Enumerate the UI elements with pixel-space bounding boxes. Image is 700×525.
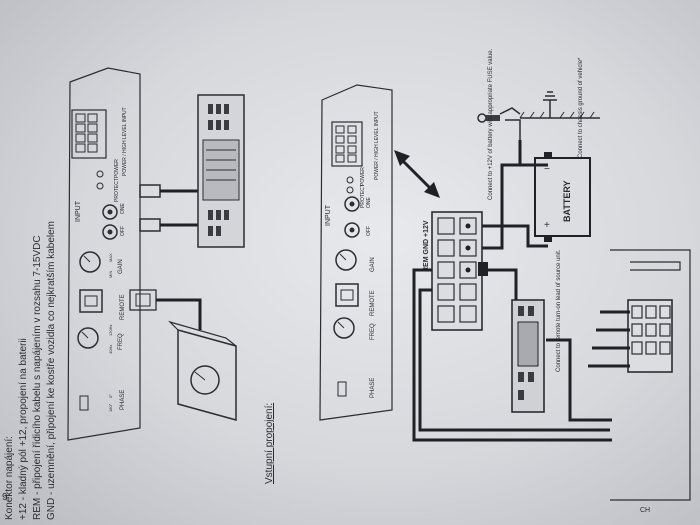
speaker-terminal-block	[588, 249, 691, 501]
right-off-label: OFF	[366, 226, 372, 236]
intro-line-1: Konektor napájení:	[4, 436, 15, 520]
left-hi-level-label: POWER / HIGH LEVEL INPUT	[122, 107, 128, 176]
left-gain-label: GAIN	[118, 259, 124, 274]
fuse-note: Connect to +12V of battery with appropri…	[488, 48, 494, 200]
remote-cable	[129, 289, 202, 330]
right-power-led-icon	[346, 176, 354, 184]
left-one-label: ONE	[120, 203, 126, 215]
remote-control-knob-box	[167, 320, 237, 421]
battery-minus-label: −	[544, 164, 550, 175]
left-power-connector	[71, 109, 107, 159]
right-panel-outline	[319, 84, 393, 421]
left-freq-min-label: 40Hz	[108, 345, 113, 354]
left-input-label: INPUT	[75, 200, 82, 222]
left-remote-label: REMOTE	[120, 294, 126, 320]
right-gain-label: GAIN	[370, 257, 376, 272]
right-phase-switch-icon	[337, 381, 347, 397]
right-protect-led-icon	[346, 186, 354, 194]
left-power-label: POWER	[114, 159, 120, 178]
left-amp-panel	[67, 67, 141, 441]
speaker-label: CH	[640, 507, 650, 514]
right-one-label: ONE	[366, 197, 372, 209]
left-gain-max-label: MAX	[108, 253, 113, 262]
right-rca-input-1-icon	[344, 196, 360, 212]
right-hi-level-label: POWER / HIGH LEVEL INPUT	[374, 111, 380, 180]
left-freq-max-label: 120Hz	[108, 324, 113, 336]
section-title: Vstupní propojení:	[264, 403, 275, 484]
left-rca-input-1-icon	[102, 204, 118, 220]
rca-cables	[139, 184, 202, 232]
battery-label: BATTERY	[562, 181, 572, 223]
right-power-connector	[331, 121, 363, 167]
chassis-note: Connect to chassis ground of vehicle*	[578, 57, 584, 158]
left-phase-switch-icon	[79, 395, 89, 411]
intro-text: Konektor napájení: +12 - kladný pól +12,…	[4, 221, 57, 520]
right-rca-input-2-icon	[344, 222, 360, 238]
chassis-ground-icon	[519, 91, 600, 119]
intro-line-4: GND - uzemnění, připojení ke kostře vozi…	[46, 221, 57, 520]
left-panel-outline	[67, 67, 141, 441]
battery-plus-label: +	[544, 220, 550, 231]
left-gain-min-label: MIN	[108, 271, 113, 278]
left-phase-0-label: 0°	[108, 394, 113, 398]
left-freq-knob-icon	[77, 327, 99, 349]
power-wires	[412, 140, 612, 442]
double-arrow-icon	[394, 150, 440, 198]
left-phase-180-label: 180°	[108, 403, 113, 412]
power-terminal-block	[431, 211, 483, 331]
right-gain-knob-icon	[335, 249, 357, 271]
left-protect-label: PROTECT	[114, 178, 120, 202]
left-power-led-icon	[96, 170, 104, 178]
right-remote-label: REMOTE	[370, 290, 376, 316]
left-phase-label: PHASE	[120, 390, 126, 410]
right-freq-label: FREQ	[370, 323, 376, 340]
left-gain-knob-icon	[79, 251, 101, 273]
fuse-icon	[477, 107, 521, 140]
left-remote-jack-icon	[79, 289, 103, 313]
step-number: 9	[2, 492, 8, 503]
left-off-label: OFF	[120, 226, 126, 236]
right-phase-label: PHASE	[370, 378, 376, 398]
right-input-label: INPUT	[325, 204, 332, 226]
right-remote-jack-icon	[335, 283, 359, 307]
right-amp-panel	[319, 84, 393, 421]
right-protect-label: PROTECT	[360, 184, 366, 208]
remote-turn-on-wire	[546, 338, 612, 422]
remote-control-knob-icon	[190, 365, 220, 395]
battery-icon	[534, 152, 591, 242]
terminal-label: REM GND +12V	[423, 220, 430, 272]
intro-line-3: REM - připojení řídicího kabelu s napáje…	[32, 235, 43, 520]
source-head-unit	[511, 299, 545, 413]
remote-note: Connect to remote turn-on lead of source…	[556, 249, 562, 372]
right-power-label: POWER	[360, 167, 366, 186]
intro-line-2: +12 - kladný pól +12, propojení na bater…	[18, 338, 29, 520]
left-rca-input-2-icon	[102, 224, 118, 240]
left-head-unit	[197, 94, 245, 248]
left-freq-label: FREQ	[118, 333, 124, 350]
right-freq-knob-icon	[333, 317, 355, 339]
left-protect-led-icon	[96, 182, 104, 190]
